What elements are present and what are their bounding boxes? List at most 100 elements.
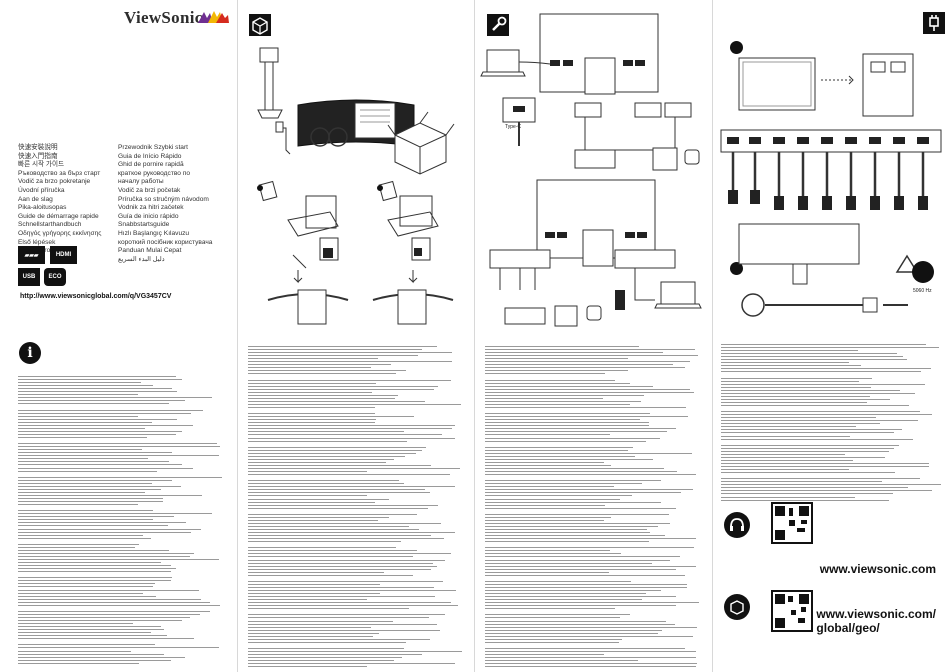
fine-print-line bbox=[485, 638, 622, 640]
fine-print-line bbox=[18, 433, 176, 435]
fine-print-line bbox=[248, 388, 434, 390]
fine-print-line bbox=[485, 382, 630, 384]
fine-print-line bbox=[485, 471, 677, 473]
fine-print-line bbox=[18, 449, 142, 451]
fine-print-line bbox=[18, 531, 191, 533]
fine-print-line bbox=[18, 418, 177, 420]
fine-print-line bbox=[721, 401, 867, 403]
fine-print-line bbox=[485, 532, 650, 534]
multilingual-panel-2 bbox=[475, 336, 713, 672]
fine-print-line bbox=[485, 632, 658, 634]
fine-print-line bbox=[18, 552, 194, 554]
fine-print-line bbox=[248, 440, 407, 442]
fine-print-line bbox=[18, 635, 167, 637]
fine-print-line bbox=[18, 555, 190, 557]
fine-print-line bbox=[18, 400, 185, 402]
title-line: короткий посібник користувача bbox=[118, 238, 213, 246]
fine-print-line bbox=[18, 586, 153, 588]
title-line: Első lépések bbox=[18, 238, 56, 246]
globe-box-icon bbox=[724, 594, 750, 620]
fine-print-line bbox=[248, 590, 456, 591]
fine-print-line bbox=[248, 547, 396, 549]
fine-print-line bbox=[485, 492, 681, 494]
fine-print-line bbox=[248, 431, 404, 433]
fine-print-line bbox=[248, 626, 371, 628]
fine-print-line bbox=[248, 654, 422, 656]
fine-print-line bbox=[721, 484, 941, 486]
fine-print-line bbox=[248, 346, 437, 347]
fine-print-line bbox=[248, 352, 452, 354]
fine-print-line bbox=[721, 462, 929, 464]
title-line: Vodič za brzi početak bbox=[118, 186, 181, 194]
fine-print-line bbox=[485, 486, 614, 488]
fine-print-line bbox=[721, 389, 900, 391]
fine-print-line bbox=[18, 623, 133, 625]
fine-print-line bbox=[18, 501, 163, 503]
fine-print-line bbox=[485, 647, 685, 649]
support-panel: www.viewsonic.com www.viewsonic.com/ glo… bbox=[713, 336, 950, 672]
type-c-label: Type-C bbox=[505, 124, 522, 130]
fine-print-line bbox=[18, 385, 153, 387]
fine-print-line bbox=[721, 395, 870, 397]
fine-print-line bbox=[248, 602, 451, 604]
fine-print-line bbox=[248, 413, 375, 415]
fine-print-line bbox=[18, 516, 174, 518]
fine-print-line bbox=[485, 574, 685, 576]
fine-print-line bbox=[18, 562, 161, 564]
fine-print-line bbox=[248, 574, 413, 576]
fine-print-line bbox=[485, 361, 690, 363]
fine-print-line bbox=[248, 651, 462, 652]
fine-print-line bbox=[485, 419, 640, 421]
title-line: Vodnik za hitri začetek bbox=[118, 204, 184, 212]
fine-print-line bbox=[18, 455, 219, 457]
fine-print-line bbox=[721, 450, 889, 452]
title-line: Hızlı Başlangıç Kılavuzu bbox=[118, 229, 190, 237]
fine-print-line bbox=[721, 359, 907, 361]
fine-print-line bbox=[721, 414, 932, 416]
fine-print-line bbox=[18, 464, 182, 466]
fine-print-line bbox=[248, 605, 458, 607]
fine-print-line bbox=[248, 529, 419, 530]
fine-print-line bbox=[721, 456, 885, 458]
fine-print-line bbox=[248, 458, 394, 460]
fine-print-line bbox=[485, 474, 696, 476]
fine-print-line bbox=[485, 538, 696, 540]
fine-print-line bbox=[485, 446, 633, 448]
fine-print-line bbox=[18, 421, 152, 423]
title-line: Guia de Início Rápido bbox=[118, 152, 182, 160]
fine-print-line bbox=[248, 519, 378, 521]
fine-print-line bbox=[18, 626, 161, 628]
fine-print-line bbox=[721, 377, 872, 379]
fine-print-line bbox=[721, 466, 929, 467]
fine-print-line bbox=[485, 431, 667, 433]
fine-print-line bbox=[721, 371, 921, 373]
fine-print-line bbox=[248, 562, 433, 564]
fine-print-line bbox=[721, 472, 895, 474]
fine-print-line bbox=[248, 382, 376, 384]
fine-print-line bbox=[248, 550, 417, 552]
fine-print-line bbox=[485, 507, 676, 509]
fine-print-line bbox=[18, 382, 141, 384]
fine-print-line bbox=[248, 425, 455, 427]
fine-print-line bbox=[18, 610, 210, 612]
fine-print-line bbox=[18, 424, 193, 426]
fine-print-line bbox=[721, 362, 849, 364]
title-line: دليل البدء السريع bbox=[118, 255, 165, 263]
fine-print-line bbox=[18, 659, 171, 661]
fine-print-line bbox=[248, 532, 455, 534]
fine-print-line bbox=[18, 403, 169, 405]
title-line: Príručka so stručným návodom bbox=[118, 195, 209, 203]
fine-print-line bbox=[485, 541, 649, 543]
fine-print-line bbox=[721, 392, 915, 394]
fine-print-line bbox=[248, 559, 445, 561]
fine-print-line bbox=[485, 495, 632, 497]
fine-print-line bbox=[248, 541, 401, 543]
title-line: Vodič za brzo pokretanje bbox=[18, 178, 91, 186]
frequency-label: 5060 Hz bbox=[913, 288, 932, 294]
cover-panel: ViewSonic 快速安裝說明 快速入門指南 빠른 시작 가이드 Ръково… bbox=[0, 0, 238, 336]
fine-print-line bbox=[18, 461, 169, 463]
fine-print-line bbox=[485, 416, 688, 418]
fine-print-line bbox=[18, 559, 219, 560]
fine-print-line bbox=[248, 583, 380, 585]
fine-print-line bbox=[248, 663, 455, 665]
